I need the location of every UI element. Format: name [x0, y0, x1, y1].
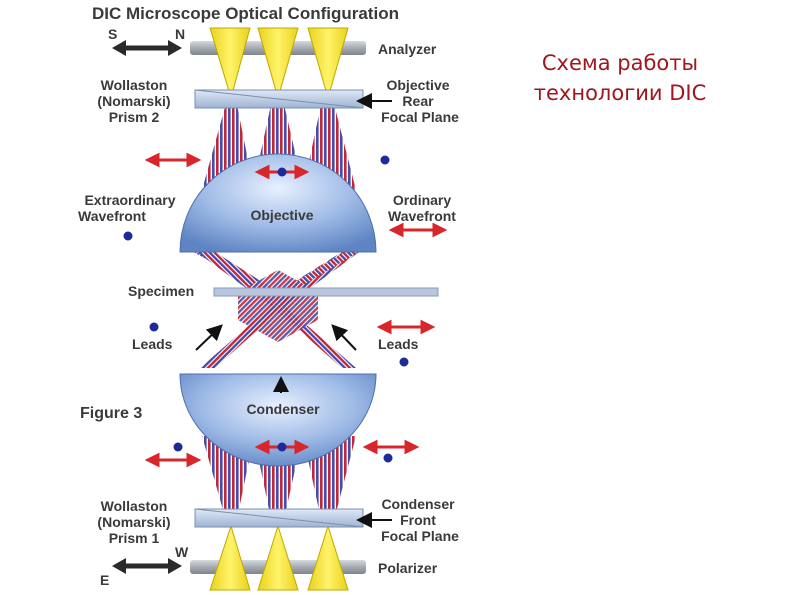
specimen-label: Specimen — [128, 283, 194, 299]
dot-8 — [384, 454, 393, 463]
svg-text:Extraordinary: Extraordinary — [84, 192, 175, 208]
figure-label: Figure 3 — [80, 405, 142, 422]
dot-6 — [174, 443, 183, 452]
svg-text:Wavefront: Wavefront — [78, 208, 146, 224]
svg-text:Prism 1: Prism 1 — [109, 530, 160, 546]
sn-compass — [112, 40, 182, 56]
dot-2 — [278, 168, 287, 177]
dot-4 — [150, 323, 159, 332]
analyzer-label: Analyzer — [378, 41, 437, 57]
prism2-label: Wollaston (Nomarski) Prism 2 — [97, 77, 170, 125]
caption-line-2: технологии DIC — [500, 78, 740, 108]
prism-2 — [195, 90, 363, 108]
east-label: E — [100, 572, 109, 588]
condenser-front-label: Condenser Front Focal Plane — [381, 496, 459, 544]
svg-text:Ordinary: Ordinary — [393, 192, 452, 208]
west-label: W — [175, 544, 189, 560]
dot-3 — [124, 232, 133, 241]
ordinary-label: Ordinary Wavefront — [388, 192, 456, 224]
svg-text:Rear: Rear — [402, 93, 434, 109]
dot-1 — [381, 156, 390, 165]
we-compass — [112, 558, 182, 574]
leads-arrow-left — [196, 327, 220, 350]
arrow-lower-left — [148, 455, 198, 465]
extraordinary-label: Extraordinary Wavefront — [78, 192, 176, 224]
leads-right-label: Leads — [378, 336, 419, 352]
prism-1 — [195, 509, 363, 527]
south-label: S — [108, 26, 117, 42]
dot-5 — [400, 358, 409, 367]
svg-text:Focal Plane: Focal Plane — [381, 528, 459, 544]
specimen-beams — [190, 250, 362, 368]
polarizer-cones — [210, 526, 348, 590]
svg-text:Condenser: Condenser — [381, 496, 455, 512]
svg-text:Prism 2: Prism 2 — [109, 109, 160, 125]
north-label: N — [175, 26, 185, 42]
svg-text:Focal Plane: Focal Plane — [381, 109, 459, 125]
leads-arrow-right — [334, 327, 356, 350]
svg-text:Front: Front — [400, 512, 436, 528]
arrow-leads-right — [380, 322, 432, 332]
dot-7 — [278, 443, 287, 452]
svg-text:(Nomarski): (Nomarski) — [97, 514, 170, 530]
svg-text:Wollaston: Wollaston — [101, 498, 168, 514]
diagram-title: DIC Microscope Optical Configuration — [92, 4, 399, 23]
analyzer-cones — [210, 28, 348, 98]
condenser-label: Condenser — [246, 401, 320, 417]
prism1-label: Wollaston (Nomarski) Prism 1 — [97, 498, 170, 546]
objective-rear-label: Objective Rear Focal Plane — [381, 77, 459, 125]
svg-text:Wollaston: Wollaston — [101, 77, 168, 93]
svg-text:Wavefront: Wavefront — [388, 208, 456, 224]
arrow-upper-left — [148, 155, 198, 165]
svg-text:Objective: Objective — [386, 77, 449, 93]
slide-caption: Схема работы технологии DIC — [500, 48, 740, 108]
polarizer-label: Polarizer — [378, 560, 438, 576]
leads-left-label: Leads — [132, 336, 173, 352]
arrow-lower-right — [366, 442, 416, 452]
specimen-slide — [214, 288, 438, 296]
arrow-ordinary — [392, 225, 444, 235]
svg-text:(Nomarski): (Nomarski) — [97, 93, 170, 109]
objective-label: Objective — [250, 207, 313, 223]
caption-line-1: Схема работы — [500, 48, 740, 78]
